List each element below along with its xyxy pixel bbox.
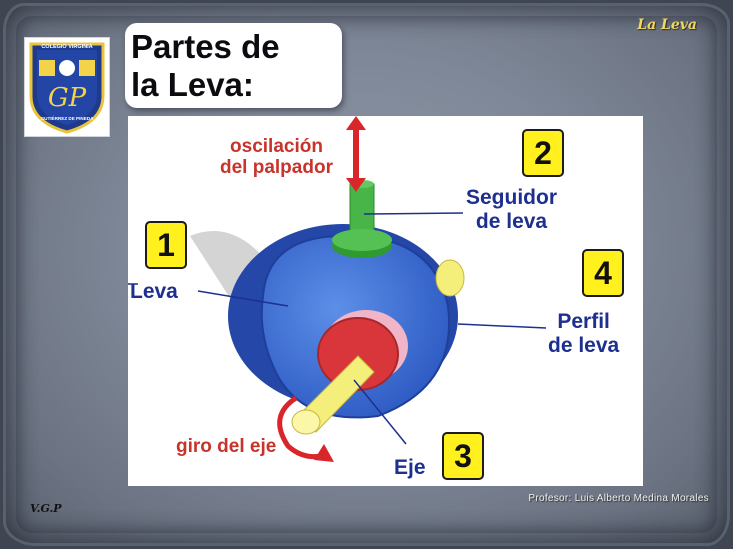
school-logo: GP COLEGIO VIRGINIA GUTIÉRREZ DE PINEDA	[24, 37, 110, 137]
arrow-down-icon	[346, 178, 366, 192]
label-follower: Seguidor de leva	[466, 186, 558, 233]
slide-title: Partes de la Leva:	[131, 28, 280, 103]
shaft-end	[291, 409, 321, 435]
cam-illustration	[128, 116, 547, 462]
cam-diagram: oscilación del palpador Seguidor de leva…	[128, 116, 643, 486]
label-rotation: giro del eje	[176, 436, 277, 457]
follower-leader-line	[363, 212, 464, 215]
rotation-arrowhead-icon	[314, 444, 334, 462]
badge-1: 1	[145, 221, 187, 269]
school-crest-icon: GP COLEGIO VIRGINIA GUTIÉRREZ DE PINEDA	[29, 42, 105, 134]
badge-3: 3	[442, 432, 484, 480]
badge-2: 2	[522, 129, 564, 177]
title-box	[125, 23, 342, 108]
shaft-leader-line	[353, 379, 407, 445]
rear-pin	[435, 259, 465, 297]
badge-4: 4	[582, 249, 624, 297]
logo-text-bottom: GUTIÉRREZ DE PINEDA	[41, 114, 95, 121]
logo-monogram: GP	[48, 83, 87, 113]
author-initials: V.G.P	[30, 502, 62, 515]
author-credit: Profesor: Luis Alberto Medina Morales	[528, 493, 709, 504]
label-shaft: Eje	[394, 456, 426, 479]
label-profile: Perfil de leva	[548, 310, 620, 357]
corner-title: La Leva	[637, 17, 697, 33]
arrow-up-icon	[346, 116, 366, 130]
rotation-arrow	[277, 395, 329, 460]
follower-base-top	[332, 229, 392, 251]
label-oscillation: oscilación del palpador	[220, 136, 333, 178]
profile-leader-line	[457, 323, 547, 329]
hub	[317, 317, 399, 391]
logo-text-top: COLEGIO VIRGINIA	[41, 44, 92, 50]
cam-leader-line	[197, 290, 289, 307]
label-cam: Leva	[130, 280, 178, 303]
